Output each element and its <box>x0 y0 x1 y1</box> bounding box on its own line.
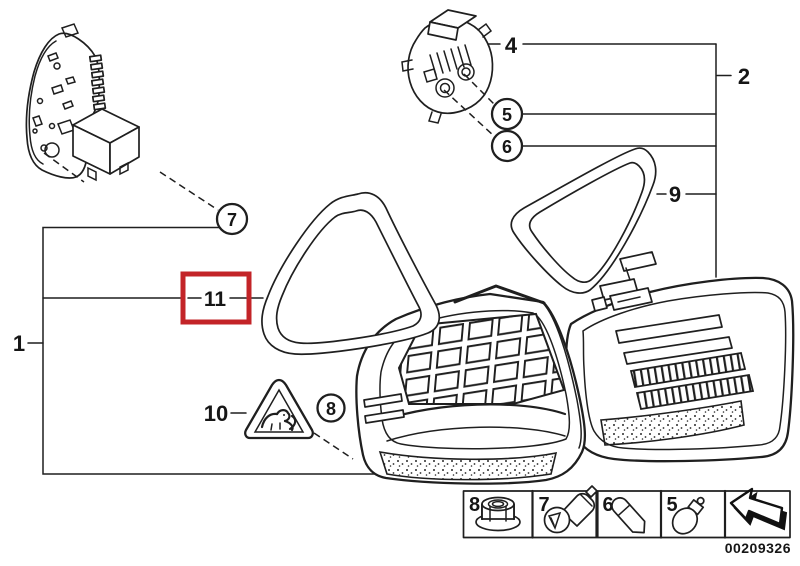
tail-light-outer-part <box>355 284 587 485</box>
gasket-seal-11-part <box>261 191 441 356</box>
callout-circle-7[interactable]: 7 <box>215 202 249 236</box>
bayonet-bulb-icon <box>543 485 598 534</box>
flange-nut-icon <box>475 496 521 532</box>
legend-label-5[interactable]: 5 <box>667 494 678 516</box>
inner-lamp-bulb-sockets <box>591 251 657 312</box>
pin-header <box>88 54 107 111</box>
callout-circle-5[interactable]: 5 <box>490 97 524 131</box>
board-details <box>32 52 77 158</box>
tail-light-inner-part <box>564 251 795 463</box>
continuation-arrow-icon[interactable] <box>729 487 788 531</box>
bulb-holder-part <box>401 9 494 124</box>
callout-11-label[interactable]: 11 <box>204 288 227 311</box>
dashed-leader-5 <box>463 73 495 105</box>
marten-glyph <box>260 409 297 432</box>
callout-8-label[interactable]: 8 <box>326 399 336 419</box>
legend-cell-8[interactable]: 8 <box>469 494 521 532</box>
legend-cell-7[interactable]: 7 <box>539 485 598 534</box>
holder-fins <box>429 44 472 76</box>
dashed-leader-7a <box>43 152 85 183</box>
callout-6-label[interactable]: 6 <box>502 137 512 157</box>
callout-9-label[interactable]: 9 <box>669 182 681 207</box>
legend-table: 8 7 6 <box>462 485 791 539</box>
callout-10-label[interactable]: 10 <box>204 401 228 426</box>
callout-circle-6[interactable]: 6 <box>490 129 524 163</box>
legend-cell-5[interactable]: 5 <box>667 491 712 538</box>
legend-label-7[interactable]: 7 <box>539 494 550 516</box>
callout-5-label[interactable]: 5 <box>502 105 512 125</box>
callout-2-label[interactable]: 2 <box>738 64 750 89</box>
callout-circle-8[interactable]: 8 <box>316 393 346 423</box>
marten-warning-triangle-icon <box>244 378 314 440</box>
dashed-leader-8 <box>313 432 354 460</box>
highlight-rect[interactable] <box>180 271 252 325</box>
bulb-carrier-board-part <box>25 23 140 182</box>
glass-bulb-icon <box>671 496 705 535</box>
bracket-1-line <box>42 226 431 475</box>
callout-1-label[interactable]: 1 <box>13 331 25 356</box>
legend-label-8[interactable]: 8 <box>469 494 480 516</box>
legend-cell-6[interactable]: 6 <box>603 494 650 538</box>
highlight-box-11[interactable]: 11 <box>180 271 252 325</box>
festoon-bulb-icon <box>611 497 646 534</box>
diagram-code: 00209326 <box>725 540 791 556</box>
bracket-lines-group-1 <box>27 226 431 475</box>
callout-7-label[interactable]: 7 <box>227 210 237 230</box>
legend-label-6[interactable]: 6 <box>603 494 614 516</box>
dashed-leader-7b <box>159 171 219 211</box>
bracket-lines-group-2 <box>486 43 732 278</box>
callout-4-label[interactable]: 4 <box>505 33 518 58</box>
board-connector-box <box>72 108 140 182</box>
gasket-seal-9-part <box>510 147 657 294</box>
dashed-leaders <box>43 73 495 460</box>
legend-cell-arrow[interactable] <box>729 487 788 531</box>
